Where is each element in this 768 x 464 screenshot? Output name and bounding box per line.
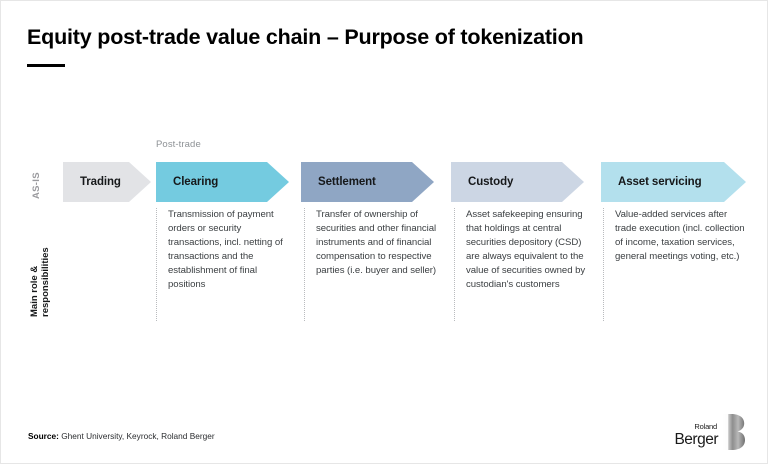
description-column-settlement: Transfer of ownership of securities and … bbox=[304, 208, 444, 321]
description-text: Transfer of ownership of securities and … bbox=[316, 209, 437, 277]
description-text: Transmission of payment orders or securi… bbox=[168, 209, 283, 291]
logo-line-roland: Roland bbox=[694, 422, 717, 431]
chevron-stage-settlement[interactable]: Settlement bbox=[301, 162, 434, 202]
source-label: Source: bbox=[28, 431, 59, 441]
chevron-stage-label: Clearing bbox=[173, 176, 219, 188]
chevron-stage-trading[interactable]: Trading bbox=[63, 162, 151, 202]
source-note: Source: Ghent University, Keyrock, Rolan… bbox=[28, 431, 215, 441]
axis-label-main-role: Main role & responsibilities bbox=[29, 247, 51, 317]
page-title: Equity post-trade value chain – Purpose … bbox=[27, 25, 584, 49]
source-text: Ghent University, Keyrock, Roland Berger bbox=[61, 431, 215, 441]
chevron-stage-custody[interactable]: Custody bbox=[451, 162, 584, 202]
chevron-stage-label: Asset servicing bbox=[618, 176, 702, 188]
chevron-stage-asset-servicing[interactable]: Asset servicing bbox=[601, 162, 746, 202]
roland-berger-logo: Roland Berger bbox=[674, 414, 745, 450]
description-column-custody: Asset safekeeping ensuring that holdings… bbox=[454, 208, 596, 321]
post-trade-bracket-label: Post-trade bbox=[156, 139, 201, 150]
description-column-asset-servicing: Value-added services after trade executi… bbox=[603, 208, 748, 321]
title-accent-rule bbox=[27, 64, 65, 67]
logo-wordmark: Roland Berger bbox=[674, 423, 718, 450]
chevron-stage-label: Custody bbox=[468, 176, 514, 188]
chevron-stage-label: Trading bbox=[80, 176, 121, 188]
chevron-stage-clearing[interactable]: Clearing bbox=[156, 162, 289, 202]
value-chain-chevron-row: Trading Clearing Settlement Custody Asset se… bbox=[1, 162, 768, 202]
b-monogram-icon bbox=[722, 414, 745, 450]
description-column-clearing: Transmission of payment orders or securi… bbox=[156, 208, 296, 321]
description-text: Asset safekeeping ensuring that holdings… bbox=[466, 209, 586, 291]
description-text: Value-added services after trade executi… bbox=[615, 209, 745, 263]
chevron-stage-label: Settlement bbox=[318, 176, 376, 188]
logo-line-berger: Berger bbox=[674, 430, 718, 448]
